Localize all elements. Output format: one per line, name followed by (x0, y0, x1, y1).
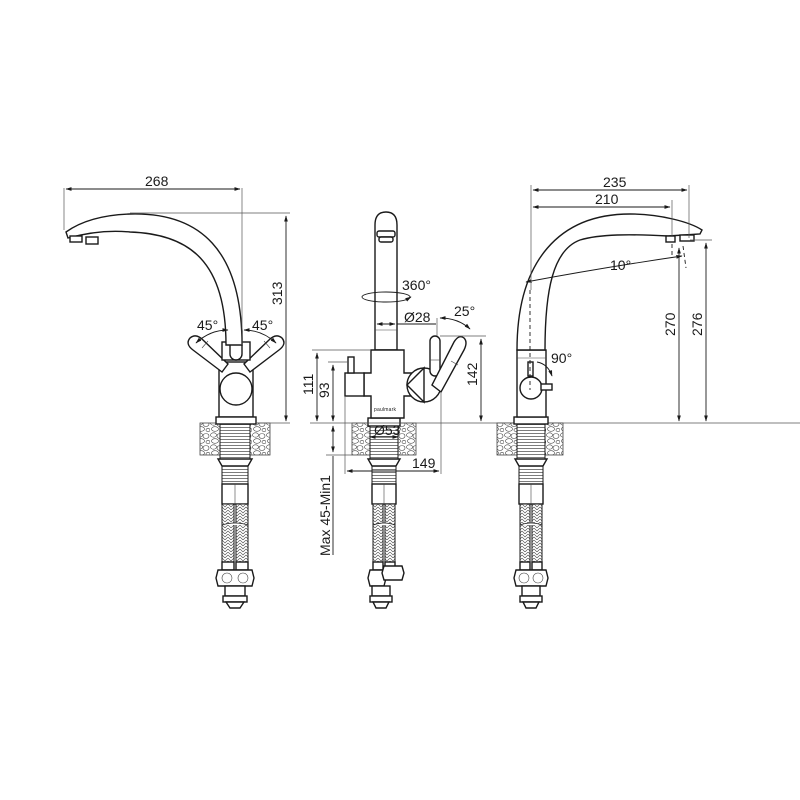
counter-thickness-label: Max 45-Min1 (317, 475, 333, 556)
spout (65, 213, 243, 346)
lever-vertical (429, 335, 441, 377)
mount-diameter-label: Ø53 (374, 422, 401, 438)
body-height-label: 111 (300, 374, 316, 395)
total-height-label: 313 (269, 281, 285, 305)
valve-rotation-label: 90° (551, 350, 572, 366)
spout-reach-label: 268 (145, 173, 169, 189)
center-view: paulmark 360° Ø28 25° 142 111 (300, 211, 800, 609)
right-angle-label: 45° (252, 317, 273, 333)
left-angle-label: 45° (197, 317, 218, 333)
lever-angle-label: 25° (454, 303, 475, 319)
braided-hose (221, 503, 235, 563)
spout-reach-inner-label: 210 (595, 191, 619, 207)
braided-hose (519, 503, 531, 563)
brand-label: paulmark (374, 407, 396, 413)
valve-knob (219, 372, 253, 406)
outlet-height-2-label: 276 (689, 312, 705, 336)
body-width-label: 149 (412, 455, 436, 471)
left-view: 45° 45° 268 313 (63, 173, 290, 609)
lever-height-label: 142 (464, 362, 480, 386)
outlet-height-1-label: 270 (662, 312, 678, 336)
rotation-label: 360° (402, 277, 431, 293)
threaded-mount (219, 422, 251, 460)
valve-knob (519, 376, 543, 400)
spout-diameter-label: Ø28 (404, 309, 431, 325)
braided-hose (372, 503, 384, 563)
spout-reach-outer-label: 235 (603, 174, 627, 190)
right-view: 90° 10° 235 210 270 276 (496, 174, 712, 609)
side-valve-height-label: 93 (316, 382, 332, 398)
lever-tilted (431, 335, 467, 394)
spout-column (374, 211, 398, 351)
spout-tilt-label: 10° (610, 257, 631, 273)
